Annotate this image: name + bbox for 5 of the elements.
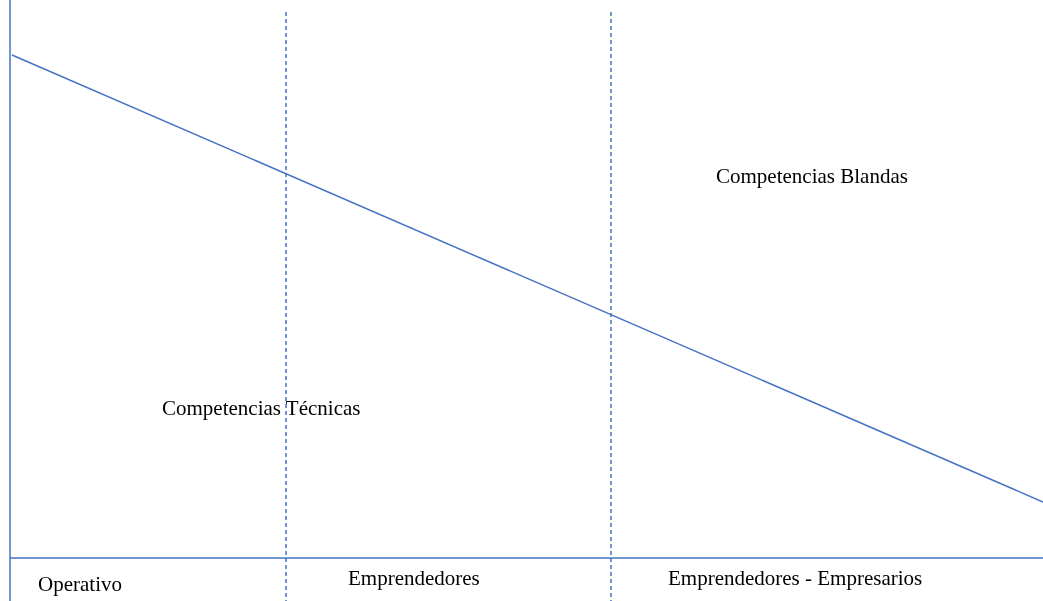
text-label: Operativo [38, 572, 122, 598]
text-label: Competencias Técnicas [162, 396, 361, 422]
text-label: Competencias Blandas [716, 164, 908, 190]
text-label: Emprendedores - Empresarios [668, 566, 923, 592]
text-label: Emprendedores [348, 566, 480, 592]
